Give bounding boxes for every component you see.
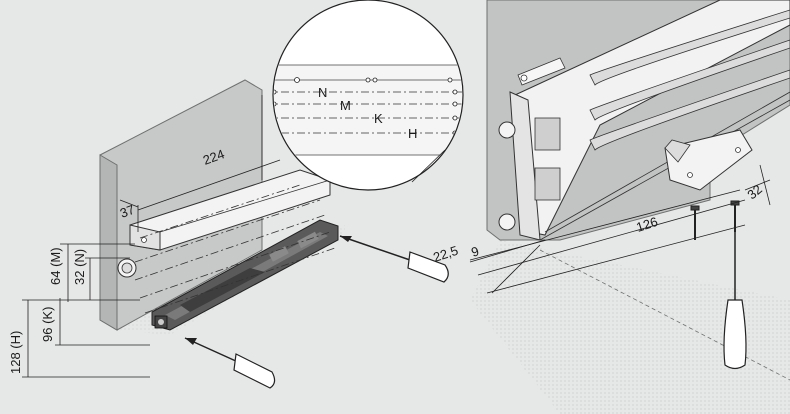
callout-label-m: M bbox=[340, 98, 351, 113]
dimension-96-k: 96 (K) bbox=[40, 307, 55, 342]
rear-mounting-bracket bbox=[664, 129, 753, 191]
drawer-runner-rail bbox=[117, 169, 331, 278]
screwdriver-left-bottom bbox=[184, 337, 276, 389]
dimension-128-h: 128 (H) bbox=[8, 331, 23, 374]
callout-label-k: K bbox=[374, 111, 383, 126]
left-dimension-lines bbox=[22, 159, 281, 378]
dimension-32-n: 32 (N) bbox=[72, 249, 87, 285]
detail-callout-magnifier: N M K H bbox=[261, 0, 464, 191]
right-dimension-lines bbox=[469, 164, 771, 294]
dimension-9: 9 bbox=[469, 243, 481, 260]
dimension-22-5: 22,5 bbox=[431, 243, 460, 265]
dimension-37: 37 bbox=[118, 202, 137, 221]
dimension-126: 126 bbox=[634, 214, 659, 235]
left-cabinet-side-panel bbox=[99, 79, 263, 331]
screw-left bbox=[690, 205, 700, 240]
screwdriver-right bbox=[723, 232, 747, 370]
dark-slide-bracket bbox=[151, 219, 339, 331]
dimension-64-m: 64 (M) bbox=[48, 247, 63, 285]
drawer-side-profile bbox=[498, 0, 790, 241]
dimension-32-right: 32 bbox=[744, 182, 765, 203]
dimension-224: 224 bbox=[201, 146, 227, 168]
callout-label-h: H bbox=[408, 126, 417, 141]
callout-label-n: N bbox=[318, 85, 327, 100]
left-reference-lines bbox=[134, 184, 336, 314]
screwdriver-left-top bbox=[339, 235, 449, 283]
